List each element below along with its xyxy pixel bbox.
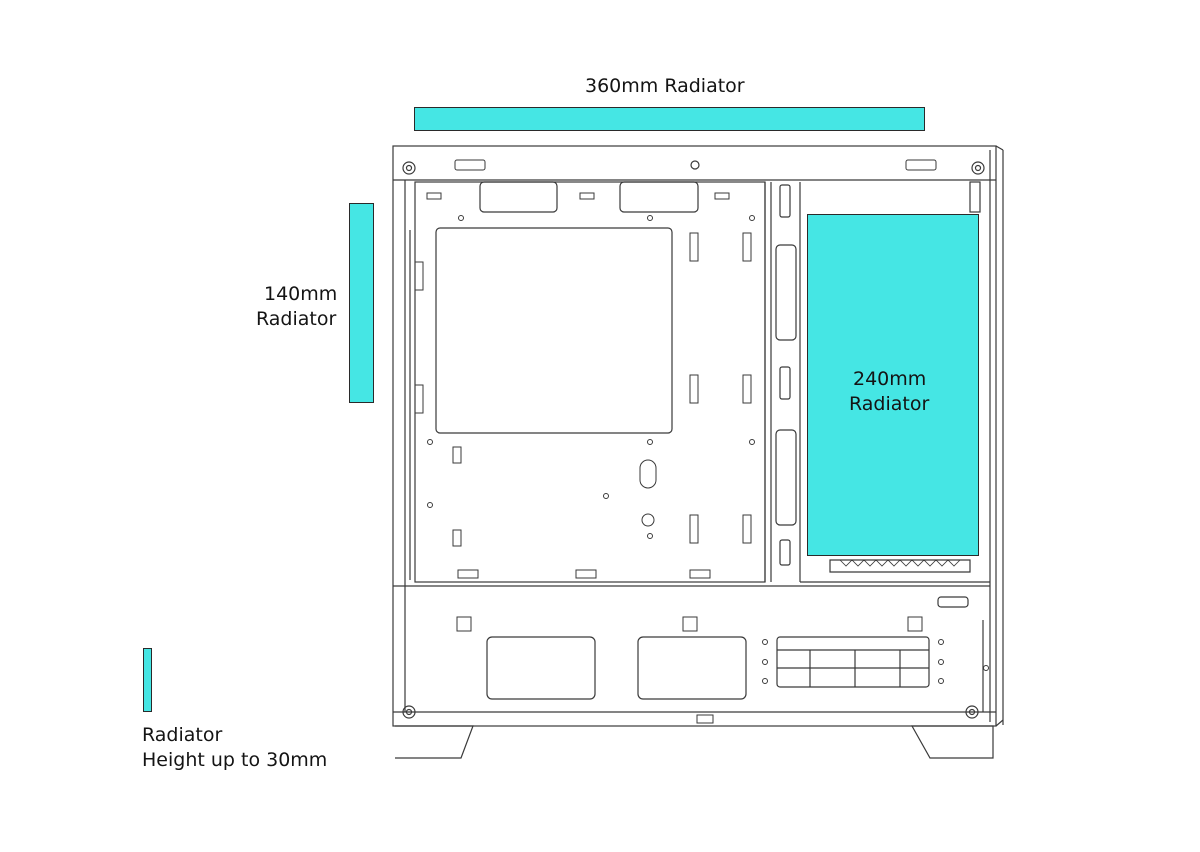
label-240mm-line1: 240mm — [853, 368, 927, 390]
legend-radiator-swatch — [143, 648, 152, 712]
label-140mm-line1: 140mm — [264, 283, 338, 305]
case-foot-right — [910, 725, 994, 759]
cpu-cutout — [435, 227, 673, 434]
label-360mm-radiator: 360mm Radiator — [585, 75, 745, 97]
radiator-240mm-front — [807, 214, 979, 556]
case-outer-frame — [392, 145, 997, 727]
motherboard-tray — [414, 181, 766, 583]
drive-cage — [776, 636, 930, 688]
psu-cutout-right — [637, 636, 747, 700]
radiator-140mm-rear — [349, 203, 374, 403]
case-foot-left — [395, 725, 474, 759]
label-140mm-line2: Radiator — [256, 308, 337, 330]
legend-line2: Height up to 30mm — [142, 749, 328, 771]
psu-cutout-left — [486, 636, 596, 700]
grommet-upper — [775, 244, 797, 341]
grommet-lower — [775, 429, 797, 526]
radiator-360mm-top — [414, 107, 925, 131]
label-240mm-line2: Radiator — [849, 393, 930, 415]
legend-line1: Radiator — [142, 724, 223, 746]
